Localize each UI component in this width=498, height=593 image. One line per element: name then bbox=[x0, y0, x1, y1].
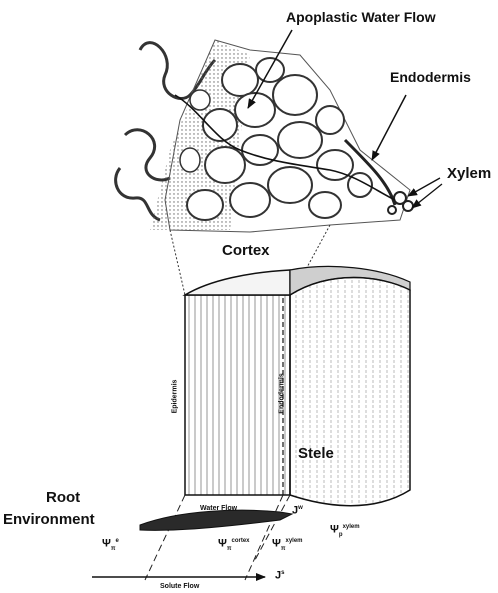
js-symbol: Js bbox=[275, 570, 284, 584]
xylem-label: Xylem bbox=[447, 166, 491, 181]
endodermis-vertical-label: Endodermis bbox=[279, 373, 286, 413]
endodermis-label: Endodermis bbox=[390, 70, 471, 84]
water-flow-arrow bbox=[140, 510, 292, 530]
endodermis-pointer bbox=[372, 95, 406, 160]
root-cylinder bbox=[185, 266, 410, 505]
psi-xylem-mid-symbol: Ψπxylem bbox=[272, 538, 303, 552]
psi-xylem-right-symbol: Ψpxylem bbox=[330, 524, 360, 538]
solute-flow-label: Solute Flow bbox=[160, 583, 199, 590]
water-flow-label: Water Flow bbox=[200, 505, 237, 512]
apoplastic-water-flow-label: Apoplastic Water Flow bbox=[286, 10, 436, 24]
projection-bottom-left bbox=[145, 495, 185, 580]
stele-label: Stele bbox=[298, 446, 334, 461]
cortex-label: Cortex bbox=[222, 243, 270, 258]
psi-cortex-symbol: Ψπcortex bbox=[218, 538, 250, 552]
epidermis-vertical-label: Epidermis bbox=[171, 380, 178, 414]
root-label: Root bbox=[46, 490, 80, 505]
tissue-section bbox=[116, 40, 413, 232]
xylem-pointer-1 bbox=[408, 178, 440, 196]
xylem-pointer-2 bbox=[412, 184, 442, 208]
jw-symbol: Jw bbox=[292, 505, 303, 519]
psi-env-symbol: Ψπe bbox=[102, 538, 119, 552]
environment-label: Environment bbox=[3, 512, 95, 527]
projection-left bbox=[170, 230, 185, 295]
